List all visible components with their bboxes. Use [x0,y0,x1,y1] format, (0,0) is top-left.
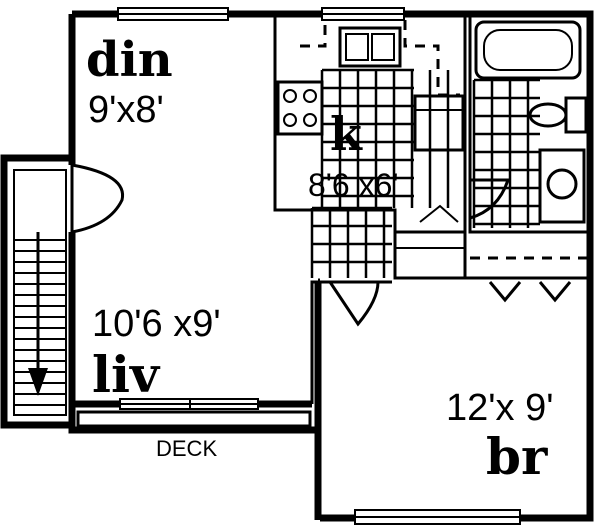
stair-arrow-icon [28,368,48,396]
bath-tile-floor [472,78,540,228]
interior-walls [310,256,590,404]
hall-closet [393,204,467,280]
kitchen-range [276,80,324,136]
bathroom [468,14,590,234]
bedroom-size: 12'x 9' [446,387,553,429]
bedroom-name: br [486,427,548,486]
dining-room-name: din [86,32,173,88]
deck [76,410,312,428]
bedroom-closet-doors [488,281,572,303]
refrigerator [413,94,465,152]
toilet-tank [564,96,588,134]
entry-door [70,163,125,234]
bath-sink [546,168,578,200]
kitchen-tile-floor [310,68,450,278]
windows [117,7,521,525]
bath-vanity [538,148,586,224]
kitchen-sink [338,26,402,68]
bathtub [474,20,582,80]
kitchen-area [273,14,467,278]
toilet-bowl [528,102,568,128]
living-room-size: 10'6 x9' [92,303,221,345]
dining-room-size: 9'x8' [88,89,164,131]
bedroom-door [328,280,380,327]
deck-label: DECK [156,436,217,461]
staircase [0,154,72,429]
kitchen-name: k [330,107,363,161]
living-room-name: liv [92,345,161,404]
kitchen-size: 8'6 x6' [308,167,399,203]
